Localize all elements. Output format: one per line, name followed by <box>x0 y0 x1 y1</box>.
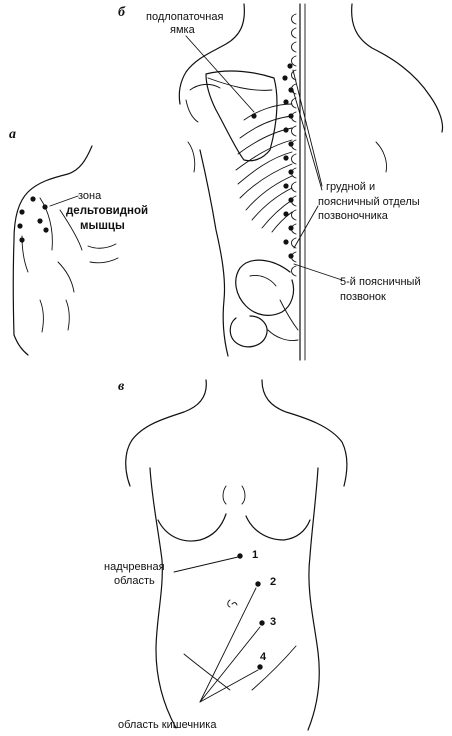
intestine-leader-line <box>199 669 259 703</box>
vertebrae <box>291 13 297 277</box>
l5-label-line1: 5-й поясничный <box>340 276 421 288</box>
spine-leader-line <box>293 205 319 249</box>
deltoid-dot <box>37 218 43 224</box>
ribs <box>235 103 293 233</box>
panel-a-letter: а <box>9 127 16 142</box>
deltoid-dot <box>19 209 25 215</box>
spine-dot <box>283 211 289 217</box>
spine-dot <box>288 253 294 259</box>
spine-label-line2: поясничный отделы <box>318 196 420 208</box>
intestine-leader-line <box>199 587 257 703</box>
subscapular-leader-line <box>185 35 255 113</box>
subscapular-label-line1: подлопаточная <box>146 11 223 23</box>
epigastric-label-line1: надчревная <box>104 561 165 573</box>
spine-leader-line <box>292 89 323 191</box>
deltoid-injection-points <box>17 196 49 243</box>
panel-v-letter: в <box>118 379 125 394</box>
spine-dot <box>283 127 289 133</box>
deltoid-label-line1: зона <box>78 190 102 202</box>
intestine-point-3 <box>259 620 265 626</box>
point-number-4: 4 <box>260 651 267 663</box>
deltoid-dot <box>42 204 48 210</box>
deltoid-dot <box>19 237 25 243</box>
intestine-leader-line <box>199 626 261 703</box>
panel-v-abdomen: в 1 2 3 4 <box>104 379 348 731</box>
spine-dot <box>287 63 293 69</box>
spine-dot <box>288 141 294 147</box>
spine-label-line1: грудной и <box>326 181 375 193</box>
spine-dot <box>288 87 294 93</box>
point-number-2: 2 <box>270 576 276 588</box>
deltoid-dot <box>17 223 23 229</box>
point-number-1: 1 <box>252 549 258 561</box>
spine-injection-points <box>251 63 294 259</box>
spine-dot <box>288 197 294 203</box>
deltoid-label-line2: дельтовидной <box>66 205 148 217</box>
epigastric-label-line2: область <box>114 575 155 587</box>
panel-b-back: б <box>118 3 444 361</box>
spine-dot <box>283 239 289 245</box>
intestine-point-4 <box>257 664 263 670</box>
spine-dot <box>288 225 294 231</box>
back-outline <box>178 3 444 361</box>
spine-label-line3: позвоночника <box>318 210 389 222</box>
panel-b-letter: б <box>118 5 126 20</box>
intestine-point-2 <box>255 581 261 587</box>
deltoid-dot <box>30 196 36 202</box>
spine-dot <box>288 113 294 119</box>
torso-outline <box>125 379 348 731</box>
epigastric-leader-line <box>173 556 239 573</box>
deltoid-label-line3: мышцы <box>80 220 125 232</box>
spine-dot <box>283 155 289 161</box>
l5-label-line2: позвонок <box>340 291 386 303</box>
deltoid-dot <box>43 227 49 233</box>
point-number-3: 3 <box>270 616 276 628</box>
epigastric-point-1 <box>237 553 243 559</box>
subscapular-label-line2: ямка <box>170 24 196 36</box>
intestine-label: область кишечника <box>118 719 217 731</box>
l5-leader-line <box>293 263 343 281</box>
spine-leader-line <box>292 69 323 187</box>
spine-dot <box>283 99 289 105</box>
shoulder-outline <box>12 145 119 356</box>
panel-a-shoulder: а зона дельтовидной мышцы <box>9 127 148 356</box>
spine-dot <box>288 169 294 175</box>
abdomen-injection-points <box>237 553 265 670</box>
scapula <box>185 70 278 162</box>
pelvis <box>229 259 299 348</box>
spine-dot <box>282 75 288 81</box>
scapula-dot <box>251 113 257 119</box>
spine-dot <box>283 183 289 189</box>
deltoid-leader-line <box>49 195 79 207</box>
